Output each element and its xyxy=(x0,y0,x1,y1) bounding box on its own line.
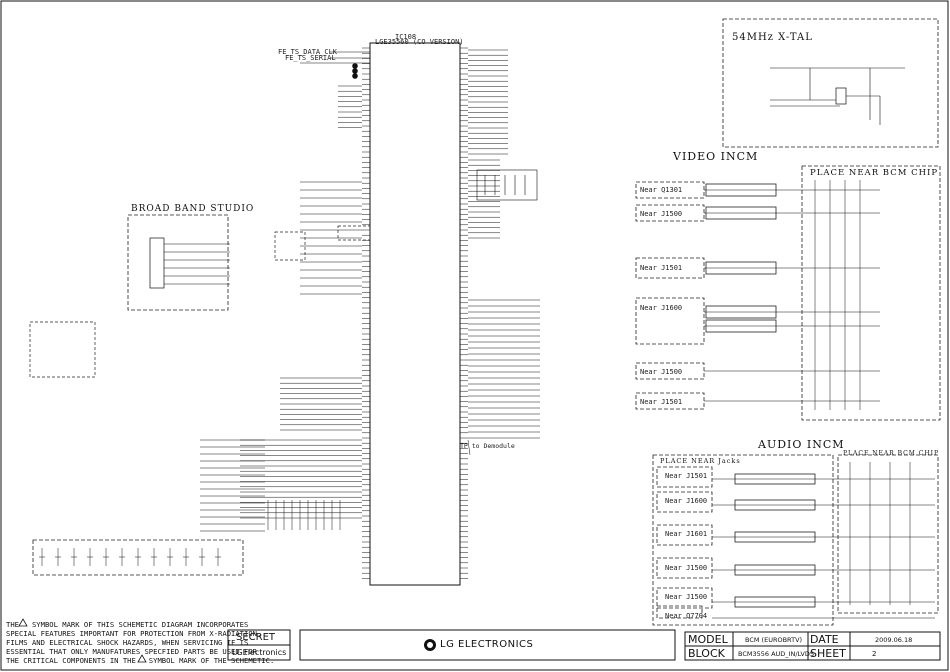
video-group-2: Near J1500 xyxy=(640,210,683,218)
crystal-box xyxy=(722,18,939,148)
rc-network-box xyxy=(32,539,244,576)
place-near-bcm-audio-box xyxy=(837,454,939,614)
broadband-title: BROAD BAND STUDIO xyxy=(131,204,255,214)
dashed-inset xyxy=(337,225,371,241)
crystal-title: 54MHz X-TAL xyxy=(732,32,813,43)
input-label-2: FE_TS_SERIAL xyxy=(285,54,336,62)
date-label: DATE xyxy=(810,633,839,646)
warning-triangle-icon xyxy=(18,618,28,627)
video-group-4: Near J1600 xyxy=(640,304,683,312)
notice-line: FILMS AND ELECTRICAL SHOCK HAZARDS, WHEN… xyxy=(6,638,249,647)
audio-group-3: Near J1601 xyxy=(665,530,708,538)
bus-line xyxy=(467,439,471,456)
block-value: BCM3556 AUD_IN/LVDS xyxy=(738,650,815,658)
place-near-bcm-title: PLACE NEAR BCM CHIP xyxy=(810,168,939,178)
chip-part: LGE35560 (CO VERSION) xyxy=(375,38,464,46)
audio-near-box xyxy=(656,524,713,546)
video-group-1: Near Q1301 xyxy=(640,186,683,194)
notice-line: THE SYMBOL MARK OF THIS SCHEMETIC DIAGRA… xyxy=(6,620,249,629)
right-bus-lines xyxy=(467,49,540,456)
audio-near-box xyxy=(656,491,713,513)
chip-right-pins xyxy=(460,47,468,579)
video-signal-lines xyxy=(704,180,880,410)
video-near-box xyxy=(635,297,705,345)
audio-group-6: Near Q7704 xyxy=(665,612,708,620)
safety-notice: THE SYMBOL MARK OF THIS SCHEMETIC DIAGRA… xyxy=(6,620,274,665)
rc-network xyxy=(39,548,221,566)
chip-ref: IC108 xyxy=(395,33,417,41)
video-group-3: Near J1501 xyxy=(640,264,683,272)
decoupling-cluster xyxy=(476,169,538,201)
analog-input-ladder xyxy=(200,439,341,532)
audio-signal-lines xyxy=(712,462,935,619)
place-near-jacks-title: PLACE NEAR Jacks xyxy=(660,457,741,465)
audio-near-box xyxy=(656,605,703,619)
model-value: BCM (EUROBRTV) xyxy=(745,636,803,644)
broadband-studio-box xyxy=(127,214,230,311)
video-group-5: Near J1500 xyxy=(640,368,683,376)
chip-left-pins xyxy=(362,47,370,579)
place-near-bcm-box xyxy=(801,165,941,421)
place-near-bcm-audio-title: PLACE NEAR BCM CHIP xyxy=(843,450,940,457)
audio-near-boxes xyxy=(656,466,816,619)
note-box xyxy=(29,321,96,378)
lg-logo-text: LG ELECTRONICS xyxy=(440,639,534,650)
secret-label: SECRET xyxy=(236,632,276,643)
input-label-1: FE_TS_DATA_CLK xyxy=(278,48,338,56)
title-block-frame xyxy=(227,629,941,661)
date-value: 2009.06.18 xyxy=(875,636,913,644)
audio-near-box xyxy=(656,466,713,488)
sheet-value: 2 xyxy=(872,650,877,658)
video-title: VIDEO INCM xyxy=(673,150,759,163)
audio-title: AUDIO INCM xyxy=(758,438,845,451)
warning-triangle-icon-2 xyxy=(137,654,147,663)
audio-near-box xyxy=(656,557,713,579)
audio-group-5: Near J1500 xyxy=(665,593,708,601)
notice-line: SPECIAL FEATURES IMPORTANT FOR PROTECTIO… xyxy=(6,629,262,638)
audio-near-box xyxy=(656,587,713,609)
block-label: BLOCK xyxy=(688,647,725,660)
sheet-label: SHEET xyxy=(810,647,846,660)
audio-group-2: Near J1600 xyxy=(665,497,708,505)
company-small-label: LGElectronics xyxy=(232,648,287,657)
place-near-jacks-box xyxy=(652,454,834,626)
tp-demodule-label: TP to Demodule xyxy=(460,442,515,450)
fe-ts-inputs xyxy=(300,51,370,79)
notice-line: ESSENTIAL THAT ONLY MANUFATURES SPECFIED… xyxy=(6,647,257,656)
model-label: MODEL xyxy=(688,633,728,646)
video-group-6: Near J1501 xyxy=(640,398,683,406)
audio-group-4: Near J1500 xyxy=(665,564,708,572)
main-chip xyxy=(369,42,461,586)
left-bus-lines xyxy=(240,85,362,519)
audio-group-1: Near J1501 xyxy=(665,472,708,480)
dashed-inset-2 xyxy=(274,231,306,261)
notice-line: THE CRITICAL COMPONENTS IN THE SYMBOL MA… xyxy=(6,656,275,665)
